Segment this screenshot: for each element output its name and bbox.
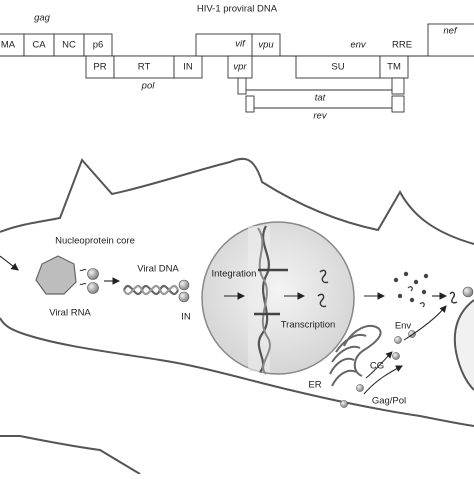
genome-title: HIV-1 proviral DNA [197, 4, 278, 15]
rna-dot [423, 273, 429, 279]
rna-dot [393, 277, 399, 283]
tat-exon2 [391, 77, 405, 95]
env-protein-label: Env [395, 321, 412, 332]
chromatin-band [248, 226, 270, 372]
gag-label: gag [34, 13, 51, 24]
integrase-ball-2 [178, 291, 190, 303]
viral-dna-strand-b [122, 284, 180, 296]
pol-label: pol [141, 81, 156, 92]
cytoplasmic-rna-cluster [393, 271, 429, 308]
gag-pol-label: Gag/Pol [372, 396, 406, 407]
cg-label: CG [370, 361, 384, 372]
vif-label: vif [235, 39, 246, 50]
pr-label: PR [93, 62, 106, 73]
er-label: ER [308, 380, 321, 391]
assembly-protein [462, 286, 474, 298]
su-label: SU [331, 62, 344, 73]
arrow-env-to-membrane [403, 305, 447, 341]
nucleus [201, 221, 355, 375]
tat-label: tat [315, 93, 326, 104]
vpu-box [251, 33, 281, 57]
ma-label: MA [1, 40, 16, 51]
rna-dot [397, 293, 403, 299]
p6-label: p6 [93, 40, 104, 51]
integrase-ball-1 [178, 279, 190, 291]
viral-dna-label: Viral DNA [137, 264, 179, 275]
in-enzyme-label: IN [181, 312, 191, 323]
nc-label: NC [62, 40, 76, 51]
tat-exon1 [237, 77, 247, 95]
entry-arrow [0, 255, 19, 271]
rev-exon2 [391, 95, 405, 113]
genome-map: HIV-1 proviral DNA gag MA CA NC p6 PR RT… [0, 4, 474, 122]
rre-label: RRE [392, 40, 412, 51]
vpu-label: vpu [258, 40, 274, 51]
in-box [173, 55, 203, 79]
host-chromosome-strand-b [257, 227, 271, 375]
golgi-vesicle [392, 352, 400, 360]
er-golgi-membranes [329, 325, 382, 387]
budding-vesicle [453, 299, 474, 391]
transcript-rna-2 [317, 293, 327, 308]
cell-membrane-bottom [0, 435, 141, 475]
integration-label: Integration [212, 269, 257, 280]
env-vesicle-1 [394, 336, 402, 344]
rev-exon1 [245, 95, 255, 113]
arrow-gagpol [363, 365, 403, 395]
rna-dot [403, 271, 409, 277]
nucleoprotein-label: Nucleoprotein core [55, 236, 135, 247]
viral-rna-strands [79, 268, 87, 286]
viral-rna-label: Viral RNA [49, 308, 91, 319]
cell-membrane-outline [0, 157, 474, 245]
in-label: IN [183, 62, 193, 73]
gag-pol-vesicle-1 [356, 384, 364, 392]
rna-dot [421, 289, 427, 295]
ca-label: CA [32, 40, 46, 51]
core-protein-ball-1 [87, 268, 99, 280]
transcription-label: Transcription [281, 320, 336, 331]
nef-box [427, 23, 474, 57]
cell-lifecycle: Nucleoprotein core Viral RNA Viral DNA I… [0, 157, 474, 475]
rev-label: rev [313, 111, 327, 122]
env-label: env [350, 40, 367, 51]
cell-membrane-lower [0, 317, 474, 427]
arrow-er-to-cg [365, 351, 393, 379]
vpr-label: vpr [233, 62, 247, 73]
rna-dot [413, 279, 419, 285]
gag-pol-vesicle-2 [340, 400, 348, 408]
tm-label: TM [387, 62, 401, 73]
rna-dot [409, 297, 415, 303]
core-protein-ball-2 [87, 282, 99, 294]
assembly-rna [449, 291, 458, 304]
vif-box [195, 33, 257, 57]
rna-squiggles [407, 286, 425, 308]
nucleoprotein-core-shape [35, 255, 77, 295]
nef-label: nef [443, 26, 458, 37]
transcript-rna-1 [319, 269, 329, 284]
rt-label: RT [138, 62, 151, 73]
